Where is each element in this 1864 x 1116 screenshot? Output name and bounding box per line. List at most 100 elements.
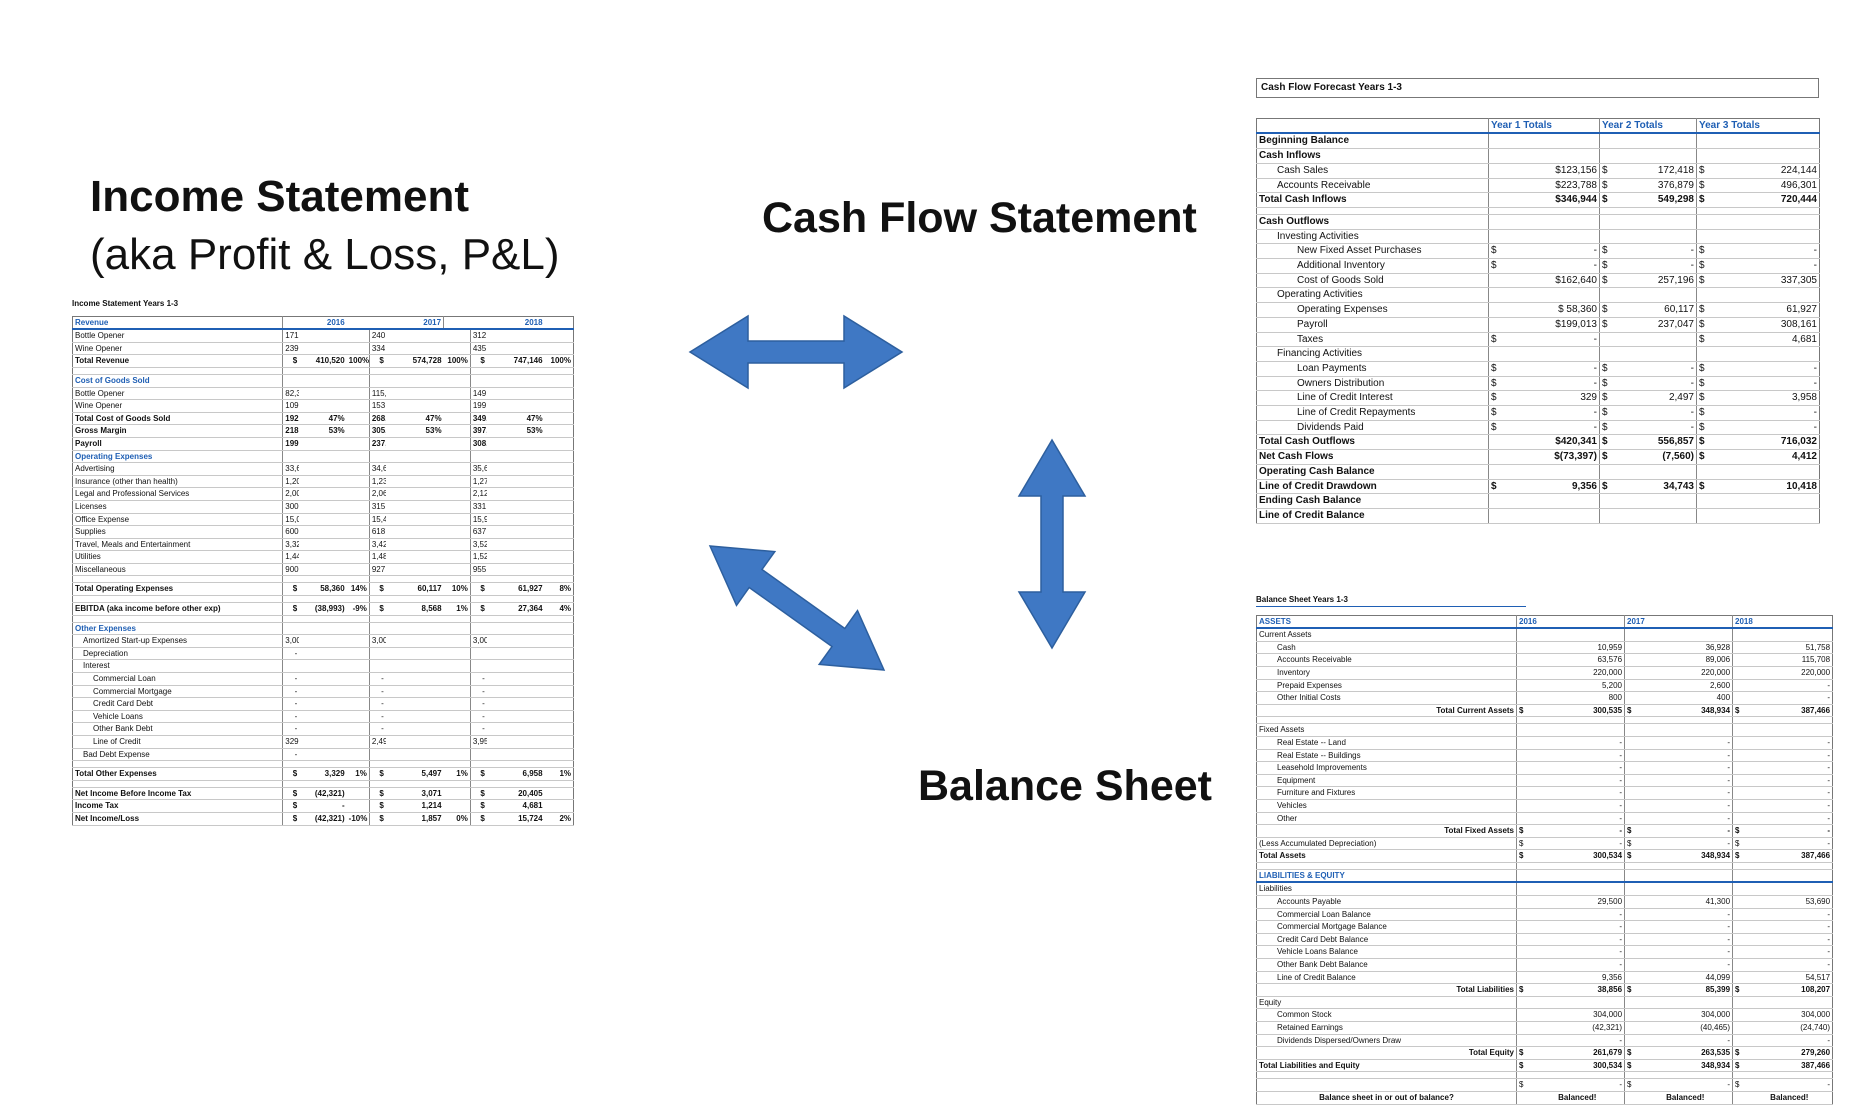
row-cell: [346, 780, 370, 788]
row-cell: [1696, 207, 1717, 215]
row-label: Accounts Payable: [1256, 895, 1517, 909]
table-row: [72, 760, 574, 769]
row-cell: [544, 615, 574, 623]
row-cell: $: [1696, 273, 1717, 289]
row-cell: 51,758: [1746, 641, 1833, 655]
header-cell: Year 3 Totals: [1696, 118, 1820, 135]
row-cell: [346, 500, 370, 514]
row-cell: -: [1530, 774, 1625, 788]
row-cell: -: [282, 722, 300, 736]
row-cell: 240,100: [368, 329, 386, 343]
row-cell: 556,857: [1619, 434, 1697, 451]
row-cell: [1530, 716, 1625, 725]
table-row: Credit Card Debt---: [72, 697, 574, 711]
table-row: Other Bank Debt---: [72, 722, 574, 736]
row-cell: [1516, 945, 1531, 960]
row-cell: [443, 412, 471, 426]
row-cell: -: [282, 685, 300, 699]
row-cell: [1624, 666, 1639, 680]
row-cell: -: [1638, 933, 1733, 947]
row-cell: [299, 575, 347, 584]
row-label: Financing Activities: [1256, 346, 1489, 362]
row-cell: [469, 374, 487, 388]
row-cell: [486, 538, 545, 552]
row-cell: [346, 647, 370, 661]
row-cell: -: [469, 697, 487, 711]
row-label: Total Assets: [1256, 849, 1517, 863]
row-cell: $: [1599, 449, 1620, 465]
row-cell: -: [469, 685, 487, 699]
row-cell: [1516, 1034, 1531, 1048]
row-cell: -: [1518, 405, 1600, 421]
row-cell: -: [1746, 761, 1833, 775]
row-cell: $: [1732, 849, 1747, 863]
row-cell: -: [469, 672, 487, 686]
row-cell: 1%: [443, 767, 471, 781]
row-cell: [1624, 933, 1639, 947]
row-cell: [486, 437, 545, 451]
row-cell: [368, 367, 386, 375]
row-label: EBITDA (aka income before other exp): [72, 602, 283, 616]
row-cell: -: [1746, 679, 1833, 693]
row-cell: [1732, 945, 1747, 960]
row-cell: [443, 622, 471, 636]
row-cell: $: [1624, 1046, 1639, 1060]
row-cell: [299, 647, 347, 661]
row-cell: [1619, 287, 1697, 304]
row-cell: [346, 672, 370, 686]
row-cell: [1732, 1034, 1747, 1048]
row-cell: [1599, 207, 1620, 215]
row-cell: [1732, 653, 1747, 667]
row-cell: [346, 735, 370, 749]
row-cell: [1716, 464, 1820, 480]
row-cell: [1746, 628, 1833, 642]
row-cell: 14%: [346, 582, 370, 597]
row-cell: [1624, 799, 1639, 813]
table-row: [1256, 862, 1833, 870]
row-cell: [486, 659, 545, 674]
row-cell: [1732, 786, 1747, 800]
table-row: Commercial Mortgage Balance---: [1256, 920, 1833, 934]
row-label: [72, 615, 283, 623]
row-cell: [1638, 628, 1733, 642]
row-label: Line of Credit Balance: [1256, 508, 1489, 524]
row-cell: $: [1599, 390, 1620, 407]
row-cell: 85,399: [1638, 983, 1733, 997]
row-cell: [1638, 996, 1733, 1010]
row-cell: [299, 697, 347, 711]
row-cell: 1%: [346, 767, 370, 781]
table-row: Cost of Goods Sold$162,640$257,196$337,3…: [1256, 273, 1820, 289]
row-cell: -: [1638, 749, 1733, 763]
row-cell: [1516, 749, 1531, 763]
row-cell: 337,305: [1716, 273, 1820, 289]
row-cell: [1624, 895, 1639, 909]
income-statement-subheading: (aka Profit & Loss, P&L): [90, 230, 560, 279]
row-cell: [346, 450, 370, 464]
table-row: Loan Payments$-$-$-: [1256, 361, 1820, 377]
row-cell: [299, 500, 347, 514]
row-cell: [1516, 786, 1531, 800]
row-cell: [544, 697, 574, 711]
row-cell: -: [1638, 774, 1733, 788]
row-cell: 800: [1530, 691, 1625, 705]
row-cell: 720,444: [1716, 192, 1820, 208]
row-cell: 600: [282, 525, 300, 539]
row-cell: [1619, 346, 1697, 362]
row-cell: [299, 342, 347, 356]
row-label: Current Assets: [1256, 628, 1517, 642]
row-cell: [486, 722, 545, 736]
row-cell: -: [1518, 243, 1600, 260]
row-cell: 224,144: [1716, 163, 1820, 179]
row-cell: [385, 500, 444, 514]
row-cell: [282, 374, 300, 388]
row-cell: [368, 595, 386, 604]
row-cell: [544, 475, 574, 489]
row-cell: $: [368, 787, 386, 801]
row-cell: [486, 760, 545, 769]
row-cell: [1619, 229, 1697, 245]
balance-sheet-heading: Balance Sheet: [918, 762, 1212, 810]
row-cell: -: [1530, 933, 1625, 947]
row-cell: [486, 367, 545, 375]
table-row: Total Equity$261,679$263,535$279,260: [1256, 1046, 1833, 1060]
